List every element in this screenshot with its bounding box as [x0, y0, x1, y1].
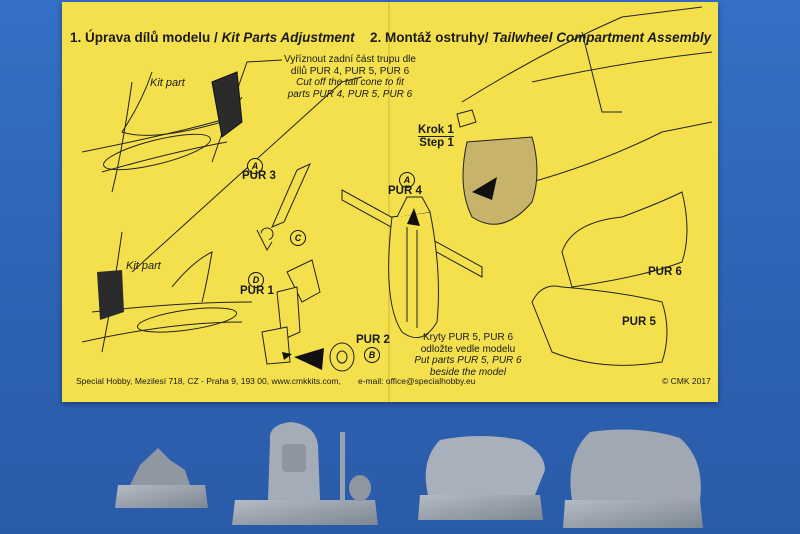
resin-part-cover-pur6 — [563, 429, 703, 528]
pur4-label: PUR 4 — [388, 185, 422, 197]
instruction-drawings — [81, 6, 713, 372]
marker-a-pur4: A — [399, 172, 415, 188]
marker-a-pur3: A — [247, 158, 263, 174]
cut-note: Vyříznout zadní část trupu dle dílů PUR … — [284, 54, 416, 100]
instruction-sheet: 1. Úprava dílů modelu / Kit Parts Adjust… — [62, 2, 718, 402]
pur5-label: PUR 5 — [622, 316, 656, 328]
pur6-label: PUR 6 — [648, 266, 682, 278]
heading-left: 1. Úprava dílů modelu / Kit Parts Adjust… — [70, 30, 355, 45]
marker-c: C — [290, 230, 306, 246]
covers-note: Kryty PUR 5, PUR 6 odložte vedle modelu … — [414, 332, 522, 378]
footer-email: e-mail: office@specialhobby.eu — [358, 376, 476, 386]
step1-hatched-area — [462, 136, 538, 225]
pur3-label: PUR 3 — [242, 170, 276, 182]
marker-b: B — [364, 347, 380, 363]
sheet-fold — [388, 2, 390, 402]
resin-part-strut — [115, 448, 208, 508]
pur1-label: PUR 1 — [240, 285, 274, 297]
marker-d: D — [248, 272, 264, 288]
pur2-label: PUR 2 — [356, 334, 390, 346]
step-label: Krok 1 Step 1 — [418, 124, 454, 149]
resin-part-bulkhead — [232, 422, 378, 525]
kit-part-label-top: Kit part — [150, 77, 185, 89]
hatched-section-top — [211, 71, 243, 138]
kit-part-label-bottom: Kit part — [126, 260, 161, 272]
footer-copyright: © CMK 2017 — [662, 376, 711, 386]
hatched-section-bottom — [97, 270, 124, 320]
footer-address: Special Hobby, Mezilesí 718, CZ - Praha … — [76, 376, 341, 386]
resin-part-cover-pur5 — [418, 436, 545, 520]
heading-right: 2. Montáž ostruhy/ Tailwheel Compartment… — [370, 30, 712, 45]
